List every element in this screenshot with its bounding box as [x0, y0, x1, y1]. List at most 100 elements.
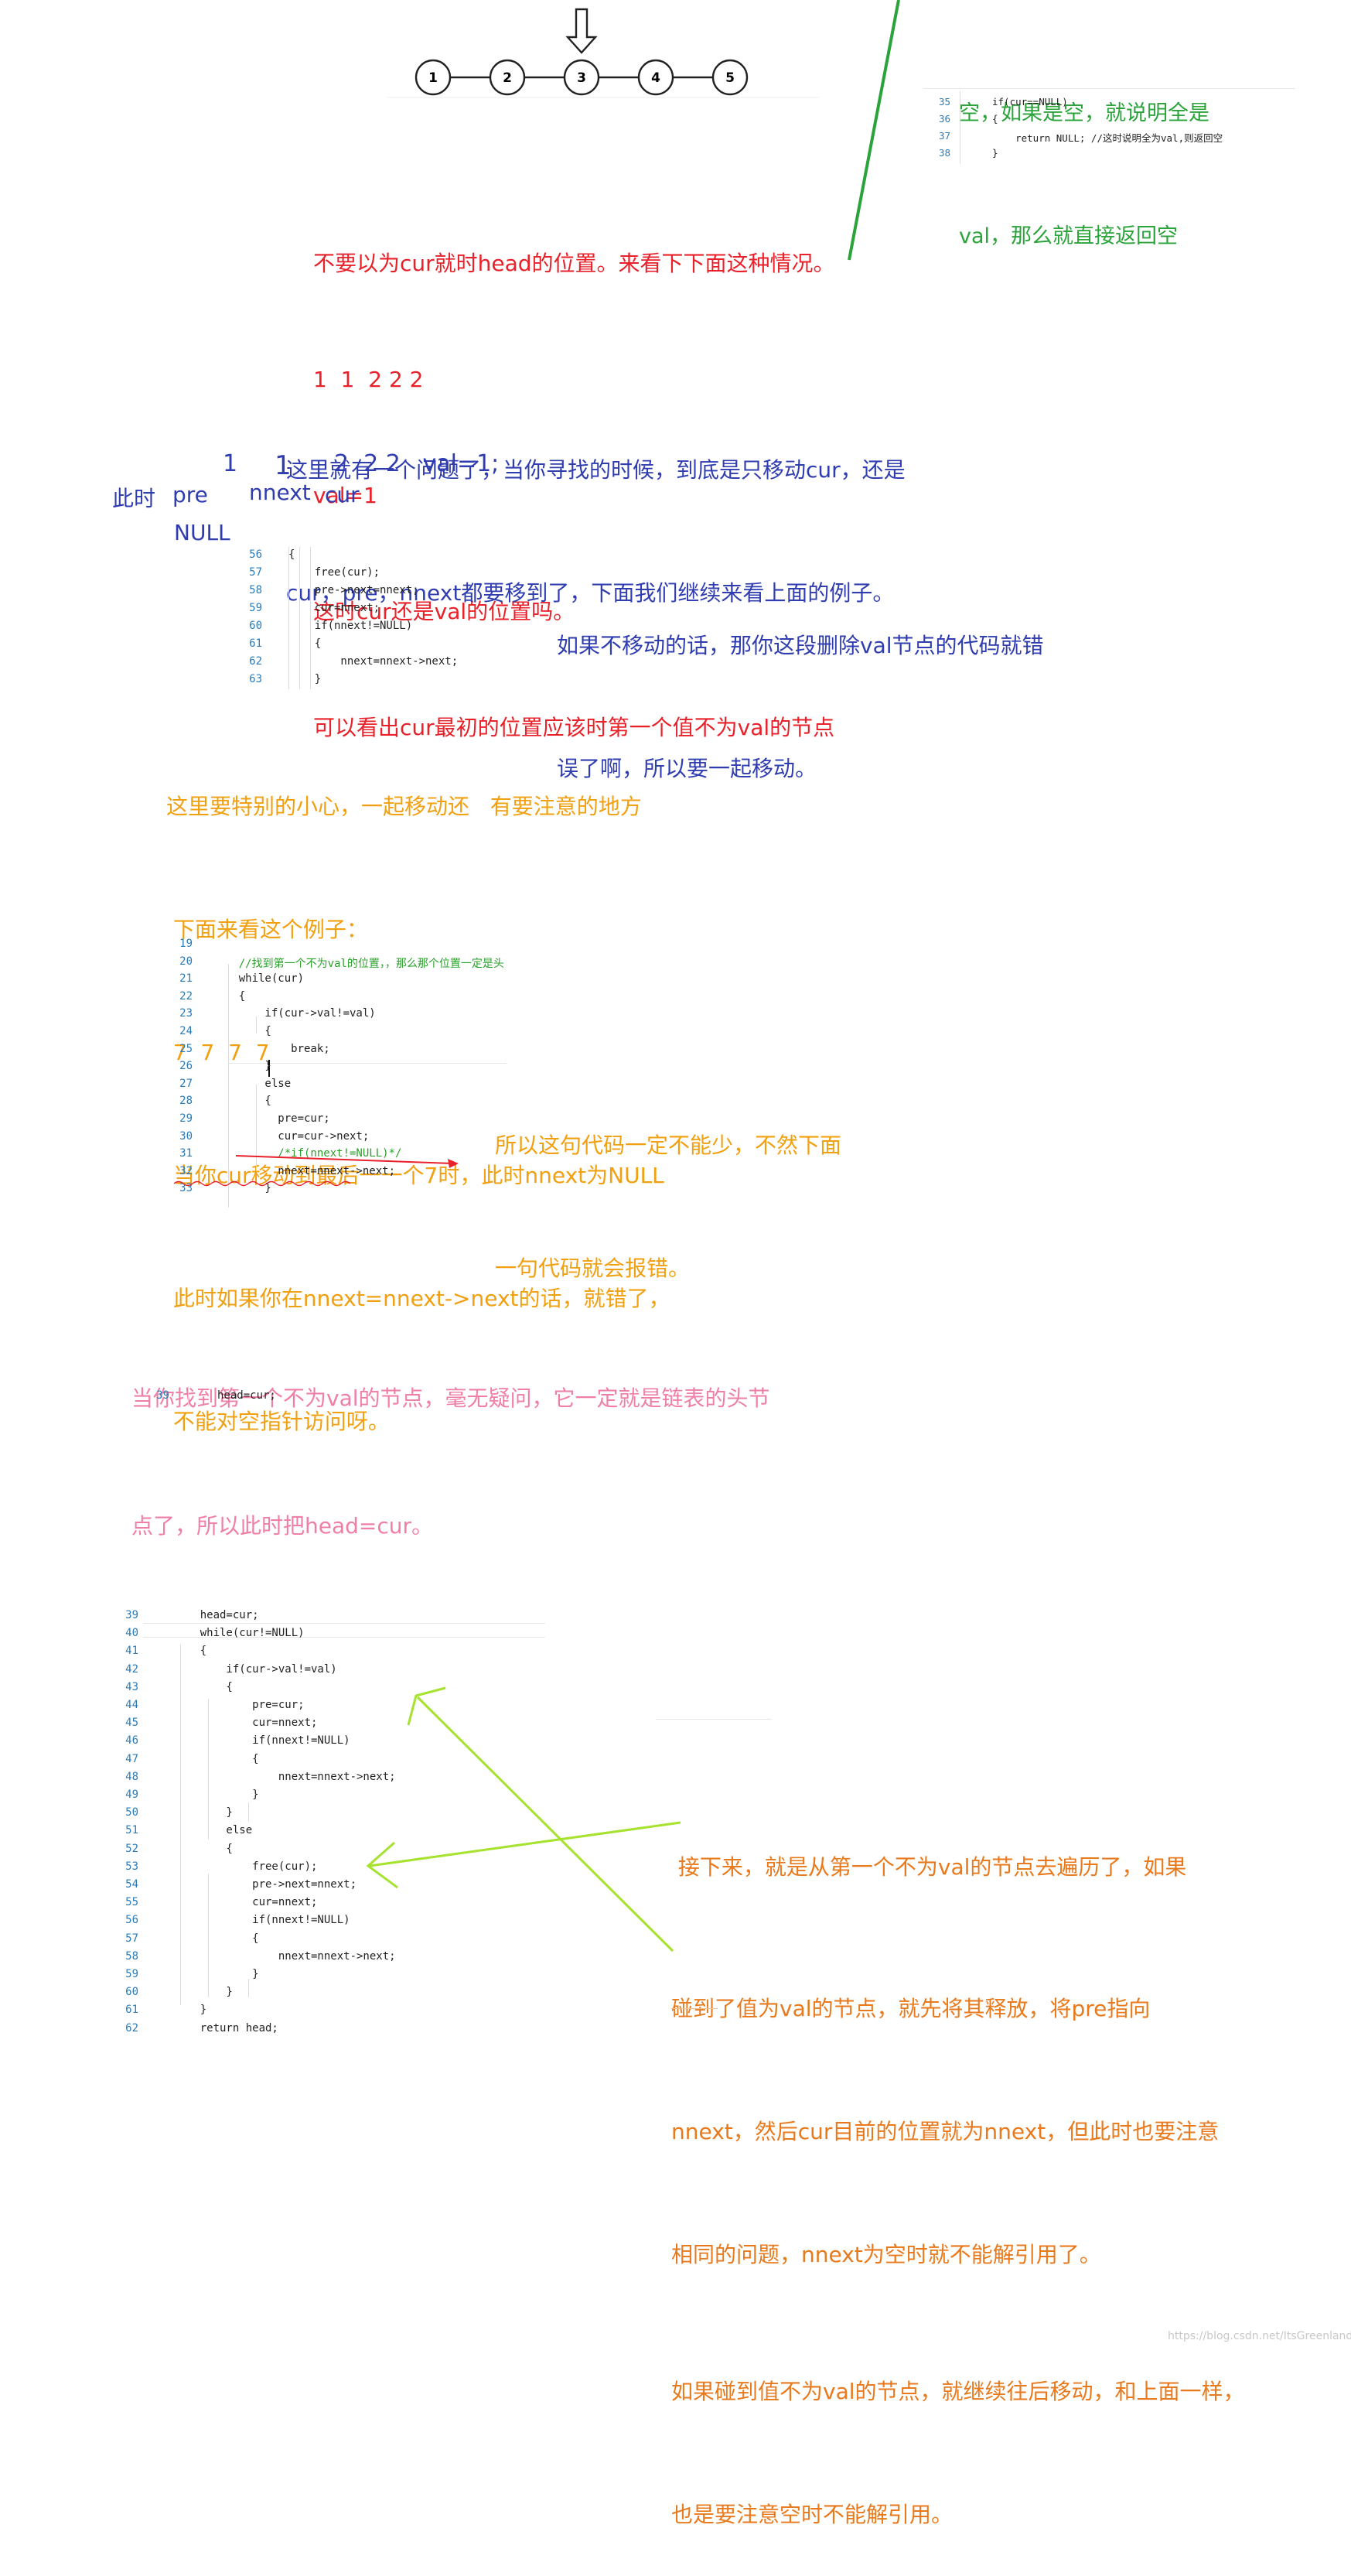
code-line: free(cur);: [288, 566, 380, 579]
label-null: NULL: [174, 520, 230, 545]
code-snippet-head-assign: 39 head=cur;: [143, 1386, 375, 1408]
code-line: {: [174, 1842, 233, 1855]
note-line: 1 1 2 2 2: [313, 367, 424, 392]
code-line: return head;: [174, 2021, 278, 2034]
list-node: 1: [415, 59, 452, 96]
line-number: 57: [249, 566, 262, 579]
note-line: 所以这句代码一定不能少，不然下面: [495, 1133, 842, 1158]
note-line: 如果不移动的话，那你这段删除val节点的代码就错: [557, 633, 1044, 658]
line-number: 49: [125, 1789, 138, 1801]
line-number: 20: [179, 955, 193, 968]
note-line: 当你找到第一个不为val的节点，毫无疑问，它一定就是链表的头节: [131, 1385, 770, 1411]
line-number: 32: [179, 1164, 193, 1177]
red-explanation: 不要以为cur就时head的位置。来看下下面这种情况。 1 1 2 2 2 va…: [313, 167, 835, 786]
line-number: 39: [125, 1609, 138, 1621]
list-node-label: 1: [428, 70, 438, 86]
code-line: nnext=nnext->next;: [174, 1770, 396, 1783]
list-node: 5: [711, 59, 749, 96]
note-line: 空，如果是空，就说明全是: [959, 101, 1209, 125]
note-line: 碰到了值为val的节点，就先将其释放，将pre指向: [671, 1996, 1151, 2021]
code-line: pre=cur;: [213, 1112, 330, 1125]
code-line: {: [213, 1095, 271, 1108]
line-number: 63: [249, 673, 262, 685]
note-line: 不要以为cur就时head的位置。来看下下面这种情况。: [313, 251, 835, 276]
label-now: 此时: [112, 486, 156, 511]
line-number: 57: [125, 1932, 138, 1945]
code3-note: 所以这句代码一定不能少，不然下面 一句代码就会报错。: [495, 1043, 841, 1330]
code-line: cur=nnext;: [174, 1717, 318, 1730]
code-line: if(nnext!=NULL): [174, 1734, 350, 1748]
line-number: 31: [179, 1147, 193, 1160]
example-values-rest: 2 2 2 val=1;: [334, 450, 500, 477]
code-line: nnext=nnext->next;: [174, 1949, 396, 1963]
code-line: while(cur!=NULL): [174, 1627, 305, 1640]
note-line: 接下来，就是从第一个不为val的节点去遍历了，如果: [671, 1854, 1187, 1880]
line-number: 30: [179, 1129, 193, 1143]
note-line: 此时如果你在nnext=nnext->next的话，就错了，: [166, 1286, 670, 1311]
code-line: {: [213, 1025, 271, 1037]
line-number: 47: [125, 1752, 138, 1765]
line-number: 58: [125, 1949, 138, 1963]
note-line: 下面来看这个例子：: [166, 917, 368, 942]
note-line: 相同的问题，nnext为空时就不能解引用了。: [671, 2242, 1101, 2267]
code-line: {: [288, 637, 322, 650]
example-value-1a: 1: [223, 450, 238, 477]
code-line: /*if(nnext!=NULL)*/: [213, 1147, 402, 1160]
red-underline-arrow: [173, 1155, 459, 1187]
code-line: if(cur==NULL): [992, 96, 1068, 108]
code-line: if(cur->val!=val): [174, 1662, 337, 1676]
line-number: 61: [249, 637, 262, 650]
list-node-label: 5: [725, 70, 735, 86]
pink-explanation: 当你找到第一个不为val的节点，毫无疑问，它一定就是链表的头节 点了，所以此时把…: [131, 1292, 770, 1590]
code-snippet-delete: 56{57 free(cur);58 pre->next=nnext;59 cu…: [236, 547, 545, 691]
green-divider-line: [848, 0, 900, 261]
list-node: 2: [489, 59, 526, 96]
label-nnext: nnext: [249, 480, 311, 505]
code-line: {: [992, 113, 998, 125]
code-snippet-null-check: 35 36 37 38 if(cur==NULL) { return NULL;…: [924, 88, 1295, 169]
code-line: {: [288, 548, 295, 561]
code-line: }: [174, 1986, 233, 1999]
code-line: }: [174, 1806, 233, 1819]
note-line: 当你cur移动到最后一一个7时，此时nnext为NULL: [166, 1163, 664, 1188]
code-line: }: [174, 1968, 259, 1980]
line-number: 51: [125, 1824, 138, 1837]
code-line: break;: [213, 1042, 330, 1055]
line-number: 62: [125, 2021, 138, 2034]
code-line: nnext=nnext->next;: [288, 655, 459, 668]
note-line: nnext，然后cur目前的位置就为nnext，但此时也要注意: [671, 2119, 1220, 2144]
code-line: nnext=nnext->next;: [213, 1164, 396, 1177]
line-number: 28: [179, 1095, 193, 1108]
code-line: }: [992, 147, 998, 159]
line-number: 35: [938, 96, 950, 108]
watermark: https://blog.csdn.net/ItsGreenland: [1168, 2330, 1351, 2342]
code-line: cur=nnext;: [288, 602, 380, 614]
note-line: 这里就有一个问题了，当你寻找的时候，到底是只移动cur，还是: [286, 457, 906, 483]
note-line: cur，pre，nnext都要移到了，下面我们继续来看上面的例子。: [286, 580, 895, 606]
code-line: }: [213, 1182, 271, 1195]
code-line: }: [174, 1789, 259, 1801]
note-line: 也是要注意空时不能解引用。: [671, 2502, 954, 2527]
line-number: 52: [125, 1842, 138, 1855]
code-line: }: [213, 1060, 271, 1073]
line-number: 27: [179, 1077, 193, 1090]
note-line: 不能对空指针访问呀。: [166, 1409, 390, 1434]
code-line: pre->next=nnext;: [174, 1878, 357, 1891]
code-line: if(nnext!=NULL): [174, 1914, 350, 1927]
note-line: val=1: [313, 483, 377, 508]
line-number: 41: [125, 1645, 138, 1658]
note-line: 这里要特别的小心，一起移动还 有要注意的地方: [166, 794, 642, 819]
note-line: 点了，所以此时把head=cur。: [131, 1513, 434, 1539]
line-number: 56: [125, 1914, 138, 1927]
code-line: {: [213, 989, 246, 1003]
line-number: 62: [249, 655, 262, 668]
line-number: 19: [179, 938, 193, 950]
code-line: }: [174, 2004, 207, 2017]
lime-arrows: [366, 1686, 681, 1952]
code-line: //找到第一个不为val的位置，，那么那个位置一定是头: [213, 957, 504, 970]
list-node-label: 3: [577, 70, 586, 86]
line-number: 56: [249, 548, 262, 561]
line-number: 22: [179, 989, 193, 1003]
code-line: {: [174, 1645, 207, 1658]
